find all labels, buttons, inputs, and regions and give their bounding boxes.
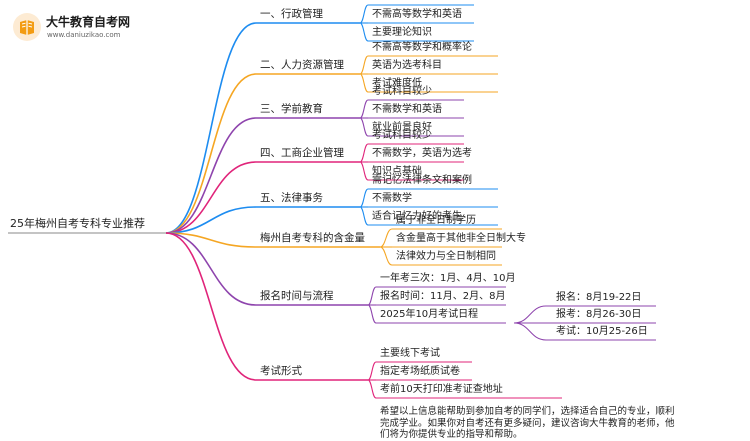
- leaf-label: 2025年10月考试日程: [380, 309, 479, 320]
- leaf-label: 需记忆法律条文和案例: [372, 175, 472, 186]
- sub-leaf-label: 考试：10月25-26日: [556, 326, 648, 337]
- connector-curve: [367, 379, 377, 399]
- connector-curve: [165, 232, 257, 248]
- connector-curve: [165, 206, 257, 234]
- mind-map-canvas: 大牛教育自考网 www.daniuzikao.com 25年梅州自考专科专业推荐…: [4, 0, 675, 440]
- note-line: 完成学业。如果你对自考还有更多疑问，建议咨询大牛教育的老师，他: [380, 417, 675, 429]
- leaf-label: 就业前景良好: [372, 122, 432, 133]
- connector-curve: [513, 305, 547, 324]
- leaf-label: 不需数学: [372, 193, 412, 204]
- connector-curve: [165, 161, 257, 234]
- note-line: 们将为你提供专业的指导和帮助。: [380, 429, 523, 440]
- leaf-label: 英语为选考科目: [372, 60, 442, 71]
- note-line: 希望以上信息能帮助到参加自考的同学们，选择适合自己的专业，顺利: [380, 406, 675, 417]
- leaf-label: 报名时间：11月、2月、8月: [380, 291, 506, 302]
- branch-label: 五、法律事务: [260, 192, 323, 204]
- leaf-label: 知识点基础: [372, 166, 422, 177]
- logo-title: 大牛教育自考网: [46, 15, 131, 29]
- branch-label: 一、行政管理: [260, 8, 323, 20]
- leaf-label: 不需高等数学和英语: [372, 9, 462, 20]
- connector-curve: [165, 117, 257, 234]
- site-logo[interactable]: 大牛教育自考网 www.daniuzikao.com: [4, 10, 144, 50]
- connector-curve: [367, 361, 377, 381]
- connector-curve: [359, 117, 369, 137]
- connector-curve: [367, 286, 377, 306]
- leaf-label: 考试科目较少: [372, 130, 432, 141]
- connector-curve: [359, 206, 369, 226]
- root-topic: 25年梅州自考专科专业推荐: [10, 217, 145, 230]
- leaf-label: 主要线下考试: [380, 348, 440, 359]
- leaf-label: 考前10天打印准考证查地址: [380, 384, 503, 395]
- branch-label: 二、人力资源管理: [260, 59, 344, 71]
- leaf-label: 不需数学，英语为选考: [372, 148, 472, 159]
- mind-map-connectors: [8, 4, 656, 399]
- branch-label: 梅州自考专科的含金量: [260, 232, 365, 244]
- leaf-label: 适合记忆力好的考生: [372, 211, 462, 222]
- branch-label: 三、学前教育: [260, 103, 323, 115]
- connector-curve: [359, 143, 369, 163]
- leaf-label: 考试难度低: [372, 78, 422, 89]
- leaf-label: 主要理论知识: [372, 27, 432, 38]
- leaf-label: 法律效力与全日制相同: [396, 251, 496, 262]
- sub-leaf-label: 报名：8月19-22日: [556, 292, 642, 303]
- connector-curve: [165, 22, 257, 234]
- connector-curve: [513, 322, 547, 341]
- branch-label: 报名时间与流程: [260, 290, 334, 302]
- leaf-label: 指定考场纸质试卷: [380, 366, 460, 377]
- logo-book-icon: [13, 13, 41, 41]
- leaf-label: 属于非全日制学历: [396, 215, 476, 226]
- sub-leaf-label: 报考：8月26-30日: [556, 309, 642, 320]
- leaf-label: 考试科目较少: [372, 86, 432, 97]
- branch-label: 四、工商企业管理: [260, 147, 344, 159]
- connector-curve: [359, 188, 369, 208]
- connector-curve: [165, 73, 257, 234]
- connector-curve: [359, 99, 369, 119]
- connector-curve: [165, 232, 257, 381]
- leaf-label: 不需数学和英语: [372, 104, 442, 115]
- connector-curve: [379, 246, 393, 266]
- leaf-label: 一年考三次：1月、4月、10月: [380, 273, 516, 284]
- connector-curve: [359, 73, 369, 93]
- leaf-label: 不需高等数学和概率论: [372, 42, 472, 53]
- leaf-label: 含金量高于其他非全日制大专: [396, 233, 526, 244]
- connector-curve: [359, 161, 369, 181]
- branch-label: 考试形式: [260, 365, 302, 377]
- connector-curve: [165, 232, 257, 306]
- connector-curve: [359, 22, 369, 42]
- logo-url: www.daniuzikao.com: [47, 31, 121, 39]
- connector-curve: [359, 55, 369, 75]
- connector-curve: [359, 4, 369, 24]
- leaf-label: 考试内容简单: [372, 0, 432, 3]
- connector-curve: [379, 228, 393, 248]
- connector-curve: [367, 304, 377, 324]
